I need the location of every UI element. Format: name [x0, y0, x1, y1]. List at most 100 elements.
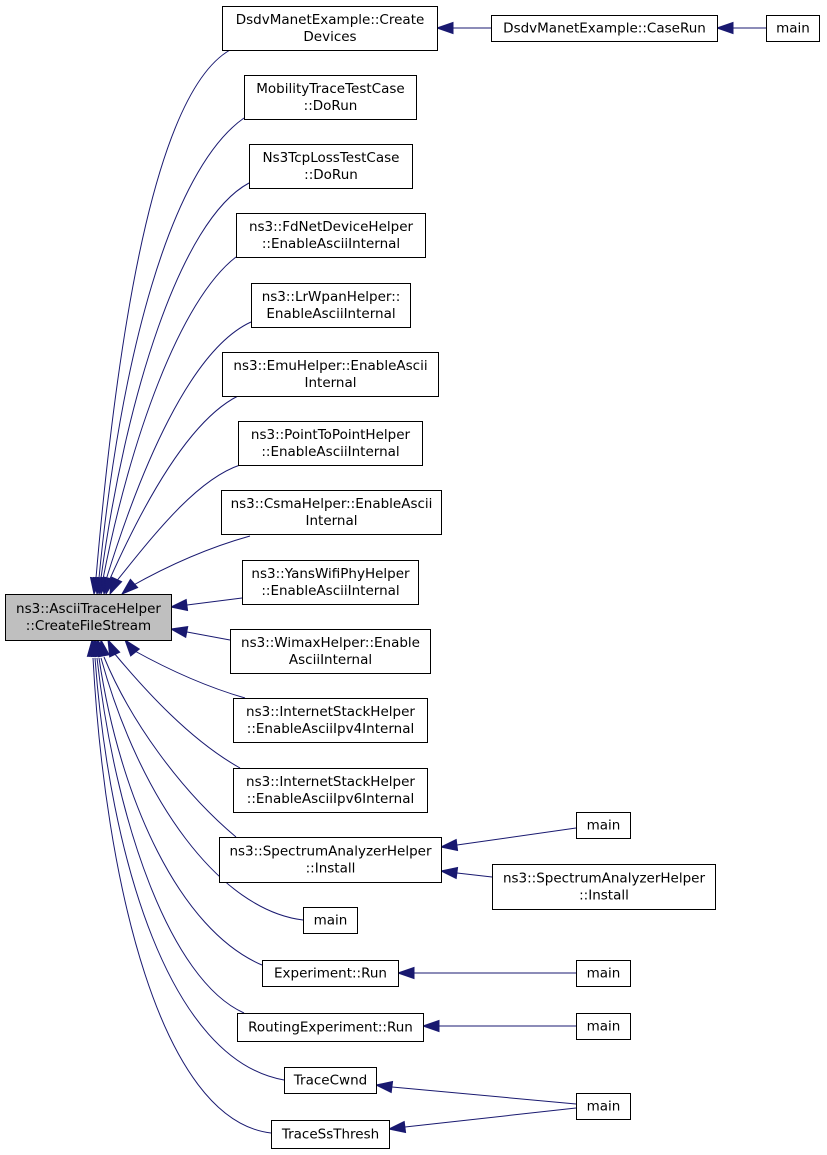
node-box — [219, 837, 442, 883]
graph-node[interactable]: main — [303, 907, 358, 934]
node-box — [238, 421, 423, 466]
arrowhead-icon — [86, 638, 100, 657]
edge-line — [103, 656, 237, 838]
node-box — [236, 213, 426, 258]
node-label-line: ns3::EmuHelper::EnableAscii — [233, 358, 427, 374]
edge-line — [132, 649, 246, 699]
node-label-line: ::EnableAsciiInternal — [261, 583, 399, 599]
arrowhead-icon — [109, 576, 123, 596]
edge-n24-to-n25 — [387, 1107, 577, 1134]
edge-n21-to-n0 — [90, 638, 245, 1014]
graph-node[interactable]: Experiment::Run — [262, 960, 399, 987]
edge-line — [391, 1086, 577, 1105]
node-label-line: TraceCwnd — [293, 1073, 367, 1089]
edge-n12-to-n0 — [169, 625, 231, 641]
graph-node[interactable]: main — [576, 1013, 631, 1040]
node-box — [251, 283, 411, 328]
node-label-line: MobilityTraceTestCase — [256, 81, 404, 97]
graph-node[interactable]: ns3::EmuHelper::EnableAsciiInternal — [222, 352, 439, 397]
edge-line — [105, 321, 252, 581]
graph-node[interactable]: ns3::InternetStackHelper::EnableAsciiIpv… — [233, 698, 428, 743]
edges-layer — [86, 21, 766, 1134]
node-label-line: ns3::InternetStackHelper — [246, 704, 415, 720]
arrowhead-icon — [439, 838, 459, 852]
edge-n22-to-n21 — [421, 1019, 576, 1033]
node-label-line: ns3::AsciiTraceHelper — [16, 601, 161, 617]
edge-n16-to-n15 — [439, 827, 577, 852]
graph-node[interactable]: ns3::CsmaHelper::EnableAsciiInternal — [221, 490, 442, 535]
graph-node[interactable]: DsdvManetExample::CaseRun — [491, 15, 718, 42]
node-label-line: Devices — [303, 29, 356, 45]
node-label-line: ::DoRun — [304, 98, 358, 114]
node-box — [576, 812, 631, 839]
arrowhead-icon — [169, 598, 189, 612]
edge-n8-to-n0 — [103, 395, 239, 596]
edge-line — [186, 631, 231, 641]
node-label-line: ns3::LrWpanHelper:: — [262, 289, 401, 305]
node-label-line: DsdvManetExample::Create — [236, 12, 425, 28]
edge-n17-to-n15 — [439, 866, 493, 880]
graph-node[interactable]: ns3::SpectrumAnalyzerHelper::Install — [492, 864, 716, 910]
edge-n11-to-n0 — [169, 597, 243, 612]
edge-n13-to-n0 — [124, 638, 246, 699]
edge-n15-to-n0 — [97, 638, 237, 838]
edge-line — [98, 657, 263, 966]
graph-node[interactable]: TraceSsThresh — [271, 1120, 390, 1149]
node-label-line: AsciiInternal — [289, 652, 372, 668]
graph-node[interactable]: main — [766, 15, 820, 42]
node-label-line: TraceSsThresh — [281, 1127, 379, 1143]
edge-line — [108, 395, 239, 582]
node-label-line: ns3::CsmaHelper::EnableAscii — [231, 496, 433, 512]
graph-node[interactable]: main — [576, 960, 631, 987]
edge-line — [92, 657, 272, 1134]
edge-line — [129, 535, 251, 588]
node-box — [222, 6, 438, 51]
node-box — [233, 768, 428, 813]
arrowhead-icon — [374, 1080, 394, 1094]
graph-node[interactable]: ns3::FdNetDeviceHelper::EnableAsciiInter… — [236, 213, 426, 258]
node-label-line: ns3::InternetStackHelper — [246, 774, 415, 790]
graph-node[interactable]: Ns3TcpLossTestCase::DoRun — [249, 144, 413, 189]
node-label-line: RoutingExperiment::Run — [248, 1020, 413, 1036]
node-label-line: main — [587, 1019, 621, 1035]
edge-n10-to-n0 — [120, 535, 251, 596]
edge-n14-to-n0 — [107, 638, 241, 769]
node-box — [766, 15, 820, 42]
graph-node[interactable]: ns3::LrWpanHelper::EnableAsciiInternal — [251, 283, 411, 328]
edge-line — [95, 49, 231, 579]
node-label-line: EnableAsciiInternal — [266, 306, 395, 322]
edge-line — [100, 657, 304, 921]
arrowhead-icon — [107, 638, 121, 658]
node-box — [222, 352, 439, 397]
graph-node[interactable]: TraceCwnd — [284, 1067, 377, 1094]
edge-line — [94, 657, 285, 1081]
node-label-line: ::Install — [579, 888, 629, 904]
graph-node[interactable]: RoutingExperiment::Run — [237, 1013, 424, 1042]
arrowhead-icon — [387, 1120, 407, 1134]
edge-line — [113, 652, 241, 769]
nodes-layer: ns3::AsciiTraceHelper::CreateFileStreamD… — [5, 6, 820, 1149]
graph-node[interactable]: ns3::YansWifiPhyHelper::EnableAsciiInter… — [242, 560, 419, 605]
node-box — [284, 1067, 377, 1094]
arrowhead-icon — [421, 1019, 440, 1033]
node-label-line: main — [587, 966, 621, 982]
graph-node[interactable]: main — [576, 812, 631, 839]
arrowhead-icon — [120, 578, 139, 596]
node-label-line: DsdvManetExample::CaseRun — [503, 21, 706, 37]
graph-node[interactable]: ns3::WimaxHelper::EnableAsciiInternal — [230, 629, 431, 674]
graph-node[interactable]: ns3::PointToPointHelper::EnableAsciiInte… — [238, 421, 423, 466]
graph-node[interactable]: ns3::SpectrumAnalyzerHelper::Install — [219, 837, 442, 883]
node-label-line: ns3::SpectrumAnalyzerHelper — [229, 844, 432, 860]
node-box — [230, 629, 431, 674]
node-box — [242, 560, 419, 605]
graph-node[interactable]: ns3::InternetStackHelper::EnableAsciiIpv… — [233, 768, 428, 813]
arrowhead-icon — [435, 21, 454, 35]
node-box — [303, 907, 358, 934]
graph-node[interactable]: MobilityTraceTestCase::DoRun — [244, 75, 417, 120]
node-box — [221, 490, 442, 535]
edge-n6-to-n0 — [97, 256, 237, 596]
node-label-line: Internal — [305, 513, 357, 529]
graph-node[interactable]: main — [576, 1093, 631, 1120]
